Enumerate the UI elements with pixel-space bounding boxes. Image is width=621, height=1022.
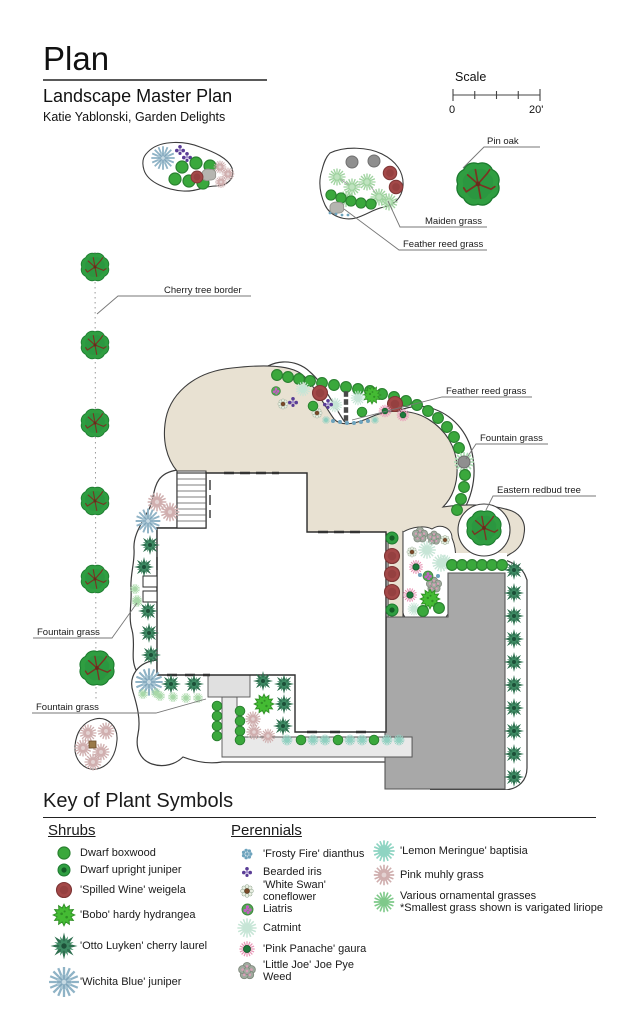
pink-panache-gaura-icon [231,939,263,959]
svg-text:Feather reed grass: Feather reed grass [446,386,527,397]
wall-marks [156,480,211,570]
svg-text:Feather reed grass: Feather reed grass [403,239,484,250]
bobo-hardy-hydrangea-icon [48,903,80,927]
middle-top-bed [319,147,404,220]
legend-item: Dwarf boxwood [48,845,230,861]
fence-dashes [343,391,349,421]
fountain-grass-marker [454,452,474,472]
cherry-tree [80,252,110,282]
legend-item: 'Otto Luyken' cherry laurel [48,928,230,964]
legend-item: Various ornamental grasses *Smallest gra… [368,887,618,917]
legend-item: 'Lemon Meringue' baptisia [368,838,618,863]
cherry-tree [80,486,110,516]
svg-text:Maiden grass: Maiden grass [425,216,482,227]
pink-muhly-grass-icon [368,863,400,887]
legend-item: 'Pink Panache' gaura [231,938,381,959]
svg-text:Fountain grass: Fountain grass [480,433,543,444]
plan-annotations: Pin oak Maiden grass Feather reed grass … [32,136,596,714]
legend-item: 'Little Joe' Joe Pye Weed [231,959,381,983]
bearded-iris-icon [231,865,263,879]
label-maiden-grass: Maiden grass [387,200,487,228]
little-joe-joe-pye-weed-icon [231,960,263,982]
lawn [163,365,526,618]
legend-item: Bearded iris [231,863,381,881]
cherry-tree [79,650,115,686]
label-eastern-redbud: Eastern redbud tree [485,485,596,511]
label-fountain-right: Fountain grass [465,433,548,460]
scale-bar: Scale 0 20' [449,70,543,116]
plan-subtitle: Landscape Master Plan [43,86,232,106]
key-heading: Key of Plant Symbols [43,790,596,818]
label-feather-reed-right: Feather reed grass [351,386,532,421]
shrubs-heading: Shrubs [48,822,96,839]
key-column-extra: 'Lemon Meringue' baptisia Pink muhly gra… [368,838,618,917]
svg-text:Fountain grass: Fountain grass [37,627,100,638]
svg-text:Cherry tree border: Cherry tree border [164,285,242,296]
top-left-bed [142,141,235,192]
frosty-fire-dianthus-icon [231,846,263,862]
dwarf-upright-juniper-icon [48,862,80,878]
bed-ornament [88,740,97,749]
staircase [176,472,207,529]
page-title: Plan [43,40,109,77]
various-ornamental-grasses-icon [368,890,400,914]
spilled-wine-weigela-icon [48,880,80,900]
legend-item: 'Spilled Wine' weigela [48,879,230,901]
svg-text:Pin oak: Pin oak [487,136,519,147]
eastern-redbud-tree [466,510,502,546]
cherry-tree [80,330,110,360]
label-fountain-left-1: Fountain grass [33,602,138,639]
dwarf-boxwood-icon [48,845,80,861]
label-pin-oak: Pin oak [462,136,540,169]
cherry-tree [80,564,110,594]
scale-start: 0 [449,104,455,116]
legend-item: Pink muhly grass [368,863,618,887]
svg-text:Fountain grass: Fountain grass [36,702,99,713]
key-column-shrubs: Shrubs Dwarf boxwood Dwarf upright junip… [48,822,230,1000]
legend-item: Liatris [231,900,381,918]
legend-item: 'Bobo' hardy hydrangea [48,901,230,928]
window-wells [142,575,158,603]
pin-oak-tree [456,162,500,206]
key-column-perennials: Perennials 'Frosty Fire' dianthus Bearde… [231,822,381,983]
plan-drawing: Plan Landscape Master Plan Katie Yablons… [32,40,596,791]
legend-item: 'White Swan' coneflower [231,879,381,903]
svg-text:Eastern redbud tree: Eastern redbud tree [497,485,581,496]
scale-label: Scale [455,70,486,84]
label-cherry-tree-border: Cherry tree border [96,285,251,315]
plan-byline: Katie Yablonski, Garden Delights [43,110,225,124]
wichita-blue-juniper-icon [48,966,80,998]
bottom-left-bed [75,717,118,771]
title-block: Plan Landscape Master Plan Katie Yablons… [43,40,267,124]
perennials-heading: Perennials [231,822,302,839]
legend-item: 'Frosty Fire' dianthus [231,845,381,863]
scale-ruler [452,89,541,101]
door-dashes [167,471,366,734]
lemon-meringue-baptisia-icon [368,839,400,863]
white-swan-coneflower-icon [231,882,263,900]
label-fountain-left-2: Fountain grass [32,698,207,714]
otto-luyken-cherry-laurel-icon [48,931,80,961]
stoop [207,674,251,698]
legend-label: Various ornamental grasses [400,890,537,902]
legend-item: 'Wichita Blue' juniper [48,964,230,1000]
cherry-tree [80,408,110,438]
legend-note: *Smallest grass shown is varigated lirio… [400,902,603,914]
catmint-icon [231,917,263,939]
house [142,471,387,734]
legend-item: Catmint [231,918,381,938]
scale-end: 20' [529,104,543,116]
label-feather-reed-top: Feather reed grass [343,208,487,251]
liatris-icon [231,901,263,918]
legend-item: Dwarf upright juniper [48,861,230,879]
